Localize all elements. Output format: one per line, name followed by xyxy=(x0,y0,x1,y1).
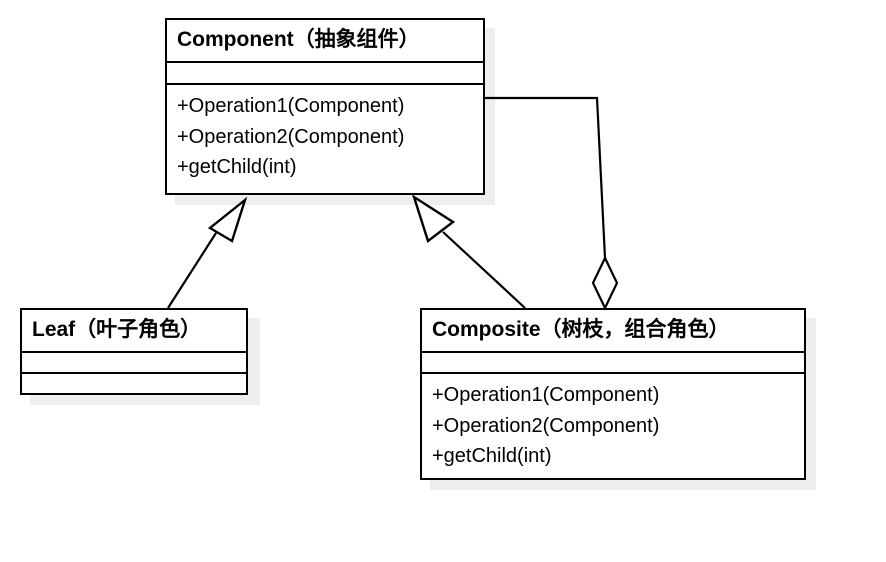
leaf-attributes-compartment xyxy=(22,351,246,372)
component-operations-compartment: +Operation1(Component) +Operation2(Compo… xyxy=(167,83,483,188)
generalization-leaf-to-component xyxy=(167,196,248,309)
class-box-component[interactable]: Component（抽象组件） +Operation1(Component) +… xyxy=(165,18,485,195)
composite-operation-3: +getChild(int) xyxy=(432,445,552,468)
leaf-operations-compartment xyxy=(22,372,246,389)
composite-operation-2: +Operation2(Component) xyxy=(432,414,660,437)
component-attributes-compartment xyxy=(167,61,483,83)
generalization-composite-to-component xyxy=(411,194,526,309)
composite-attributes-compartment xyxy=(422,351,804,372)
component-class-name: Component（抽象组件） xyxy=(177,28,420,51)
composite-class-name: Composite（树枝，组合角色） xyxy=(432,318,730,341)
class-box-composite[interactable]: Composite（树枝，组合角色） +Operation1(Component… xyxy=(420,308,806,480)
component-operation-2: +Operation2(Component) xyxy=(177,125,405,148)
leaf-class-name: Leaf（叶子角色） xyxy=(32,318,202,341)
component-operation-3: +getChild(int) xyxy=(177,156,297,179)
class-box-leaf[interactable]: Leaf（叶子角色） xyxy=(20,308,248,395)
aggregation-component-to-composite xyxy=(483,96,619,311)
composite-operation-1: +Operation1(Component) xyxy=(432,384,660,407)
composite-operations-compartment: +Operation1(Component) +Operation2(Compo… xyxy=(422,372,804,474)
component-operation-1: +Operation1(Component) xyxy=(177,95,405,118)
